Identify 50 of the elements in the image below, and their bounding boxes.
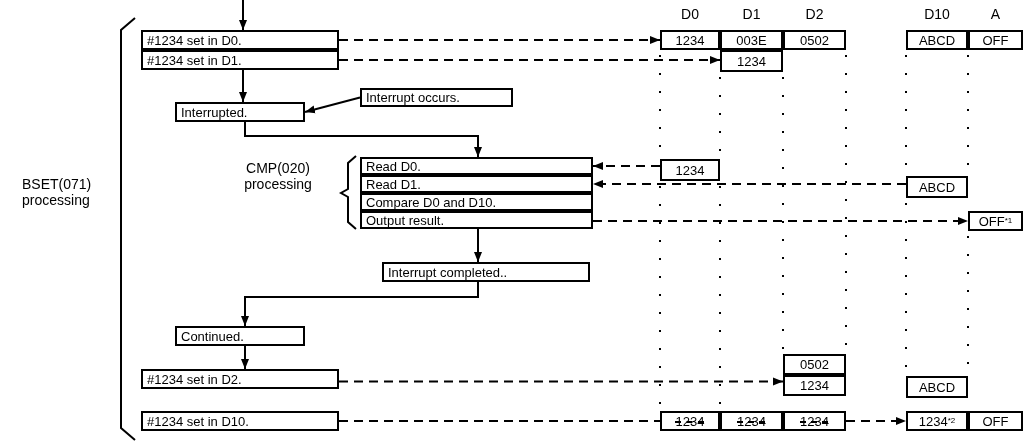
register-value: ABCD — [906, 30, 968, 50]
arrow — [592, 180, 907, 188]
register-value: ABCD — [906, 376, 968, 398]
step-box: #1234 set in D0. — [141, 30, 339, 50]
step-box: Output result. — [360, 211, 593, 229]
step-box: Interrupt occurs. — [360, 88, 513, 107]
register-value: 0502 — [783, 30, 846, 50]
arrow — [241, 281, 479, 327]
register-value: 003E — [720, 30, 783, 50]
register-value: 1234 — [783, 375, 846, 396]
arrow — [592, 217, 969, 225]
step-box: #1234 set in D10. — [141, 411, 339, 431]
column-header: D0 — [680, 6, 700, 22]
register-value: 0502 — [783, 354, 846, 375]
register-value: 1234 — [720, 411, 783, 431]
group-label: BSET(071) processing — [22, 176, 93, 208]
arrow — [474, 228, 482, 263]
step-box: Interrupted. — [175, 102, 305, 122]
column-header: D1 — [741, 6, 762, 22]
arrow — [338, 36, 661, 44]
register-value: ABCD — [906, 176, 968, 198]
arrow — [241, 345, 249, 370]
step-box: Continued. — [175, 326, 305, 346]
step-box: #1234 set in D1. — [141, 50, 339, 70]
step-box: Compare D0 and D10. — [360, 193, 593, 211]
register-value: 1234 — [720, 50, 783, 72]
arrow — [845, 417, 907, 425]
arrow — [239, 69, 247, 103]
register-value: 1234 — [660, 30, 720, 50]
arrow — [244, 121, 482, 158]
register-value: 1234 — [660, 159, 720, 181]
arrow — [592, 162, 661, 170]
arrow — [304, 96, 361, 114]
column-header: A — [989, 6, 1002, 22]
register-value: OFF — [968, 30, 1023, 50]
step-box: Read D0. — [360, 157, 593, 175]
step-box: Read D1. — [360, 175, 593, 193]
column-header: D2 — [804, 6, 825, 22]
register-value: 1234 — [660, 411, 720, 431]
register-value: 1234$^{*2}$ — [906, 411, 968, 431]
arrow — [338, 56, 721, 64]
group-label: CMP(020) processing — [243, 160, 313, 192]
column-header: D10 — [923, 6, 951, 22]
step-box: #1234 set in D2. — [141, 369, 339, 389]
register-value: 1234 — [783, 411, 846, 431]
register-value: OFF — [968, 411, 1023, 431]
arrow — [338, 377, 784, 386]
register-value: OFF$^{*1}$ — [968, 211, 1023, 231]
step-box: Interrupt completed.. — [382, 262, 590, 282]
arrow — [239, 0, 247, 31]
